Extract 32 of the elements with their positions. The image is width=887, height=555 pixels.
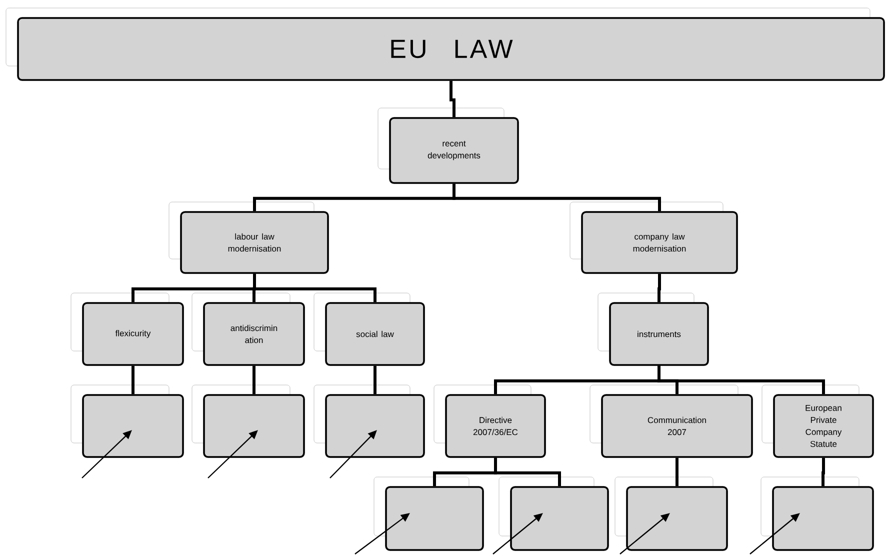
category-box: Directive 2007/36/EC [434, 384, 546, 458]
empty-box [498, 476, 609, 551]
empty-box [614, 476, 728, 551]
connector-line [252, 366, 256, 394]
connector-line [452, 184, 661, 212]
connector-line [822, 458, 825, 486]
arrow [82, 430, 132, 478]
connector-line [676, 458, 678, 486]
empty-box [192, 384, 305, 458]
connector-line [658, 366, 825, 394]
arrow [208, 430, 258, 478]
category-box: Communication 2007 [590, 384, 753, 458]
empty-box [374, 476, 484, 551]
category-box: instruments [598, 292, 709, 366]
empty-box [760, 476, 874, 551]
category-box: European Private Company Statute [762, 384, 874, 458]
connector-line [450, 80, 456, 118]
empty-box [314, 384, 425, 458]
category-box: flexicurity [70, 292, 184, 366]
category-box: labour law modernisation [168, 202, 329, 274]
title-box: EU LAW [6, 8, 885, 81]
connector-line [494, 458, 561, 486]
connector-line [658, 274, 661, 302]
category-box: company law modernisation [570, 202, 738, 274]
connector-line [132, 366, 134, 394]
connector-line [374, 366, 376, 394]
empty-box [70, 384, 184, 458]
arrow [330, 430, 377, 478]
category-box: antidiscrimin ation [192, 292, 305, 366]
connector-line [253, 274, 376, 302]
category-box: social law [314, 292, 425, 366]
category-box: recent developments [378, 108, 519, 184]
